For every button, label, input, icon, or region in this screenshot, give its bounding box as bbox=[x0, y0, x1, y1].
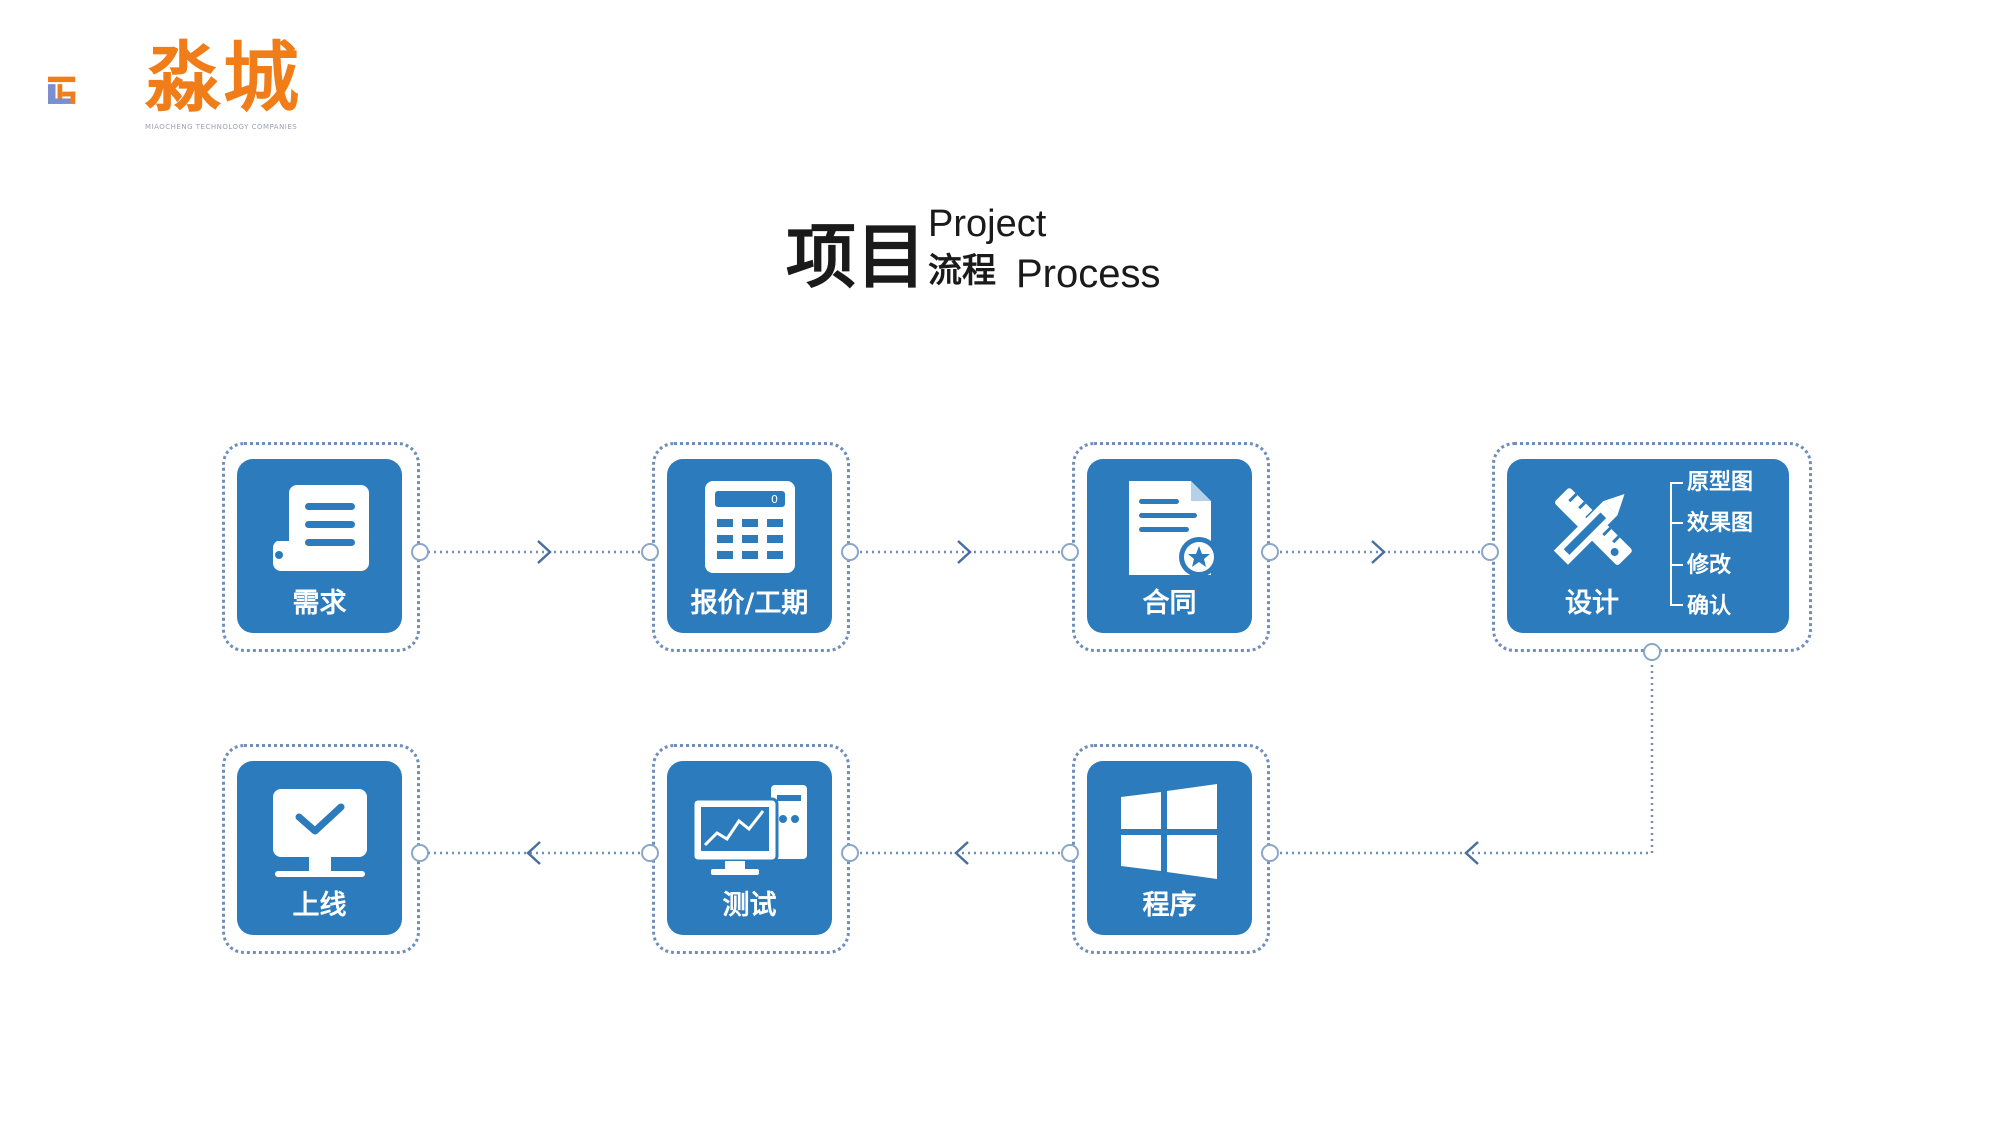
computer-chart-icon bbox=[691, 785, 807, 875]
arrow-right-2 bbox=[957, 540, 972, 564]
design-bracket bbox=[1670, 482, 1683, 606]
connector-node bbox=[411, 844, 429, 862]
arrow-left-2 bbox=[954, 841, 969, 865]
step-tile-testing: 测试 bbox=[667, 761, 832, 935]
contract-seal-icon bbox=[1129, 481, 1219, 577]
title-en-line2: Process bbox=[1016, 252, 1161, 296]
design-sub-item-confirm: 确认 bbox=[1687, 594, 1732, 619]
design-sub-item-rendering: 效果图 bbox=[1687, 511, 1754, 536]
connector-node bbox=[1261, 543, 1279, 561]
step-label: 程序 bbox=[1142, 890, 1197, 921]
connector-node bbox=[841, 543, 859, 561]
step-tile-contract: 合同 bbox=[1087, 459, 1252, 633]
connector-node bbox=[411, 543, 429, 561]
step-tile-quote: 0 报价/工期 bbox=[667, 459, 832, 633]
title-en-line1: Project bbox=[928, 203, 1047, 245]
arrow-right-3 bbox=[1371, 540, 1386, 564]
windows-logo-icon bbox=[1121, 784, 1217, 879]
company-logo-mark bbox=[48, 76, 76, 104]
connector-node bbox=[1261, 844, 1279, 862]
connector-node bbox=[641, 543, 659, 561]
step-label: 设计 bbox=[1565, 588, 1619, 619]
step-tile-requirements: 需求 bbox=[237, 459, 402, 633]
design-sub-item-prototype: 原型图 bbox=[1687, 470, 1754, 495]
step-label: 报价/工期 bbox=[690, 588, 809, 619]
title-cn-big: 项目 bbox=[786, 216, 926, 298]
connector-node bbox=[841, 844, 859, 862]
pencil-ruler-icon bbox=[1553, 488, 1632, 565]
company-logo-subtitle: MIAOCHENG TECHNOLOGY COMPANIES bbox=[145, 123, 298, 131]
step-label: 需求 bbox=[292, 588, 347, 619]
company-logo-text: 淼城 bbox=[145, 33, 301, 122]
calculator-icon: 0 bbox=[705, 481, 795, 573]
arrow-left-3 bbox=[1464, 841, 1479, 865]
step-tile-design: 设计 原型图 效果图 修改 确认 bbox=[1507, 459, 1789, 633]
step-label: 上线 bbox=[292, 890, 347, 921]
step-tile-launch: 上线 bbox=[237, 761, 402, 935]
step-tile-program: 程序 bbox=[1087, 761, 1252, 935]
connector-node bbox=[1061, 844, 1079, 862]
design-sub-item-revise: 修改 bbox=[1687, 553, 1732, 578]
step-label: 合同 bbox=[1142, 588, 1197, 619]
svg-text:0: 0 bbox=[771, 493, 778, 506]
arrow-left-1 bbox=[526, 841, 541, 865]
connector-node bbox=[1061, 543, 1079, 561]
title-cn-small: 流程 bbox=[928, 251, 996, 291]
monitor-check-icon bbox=[273, 789, 367, 877]
connector-node bbox=[641, 844, 659, 862]
connector-node bbox=[1481, 543, 1499, 561]
step-label: 测试 bbox=[722, 890, 777, 921]
document-roll-icon bbox=[272, 485, 369, 571]
connector-node bbox=[1643, 643, 1661, 661]
arrow-right-1 bbox=[537, 540, 552, 564]
